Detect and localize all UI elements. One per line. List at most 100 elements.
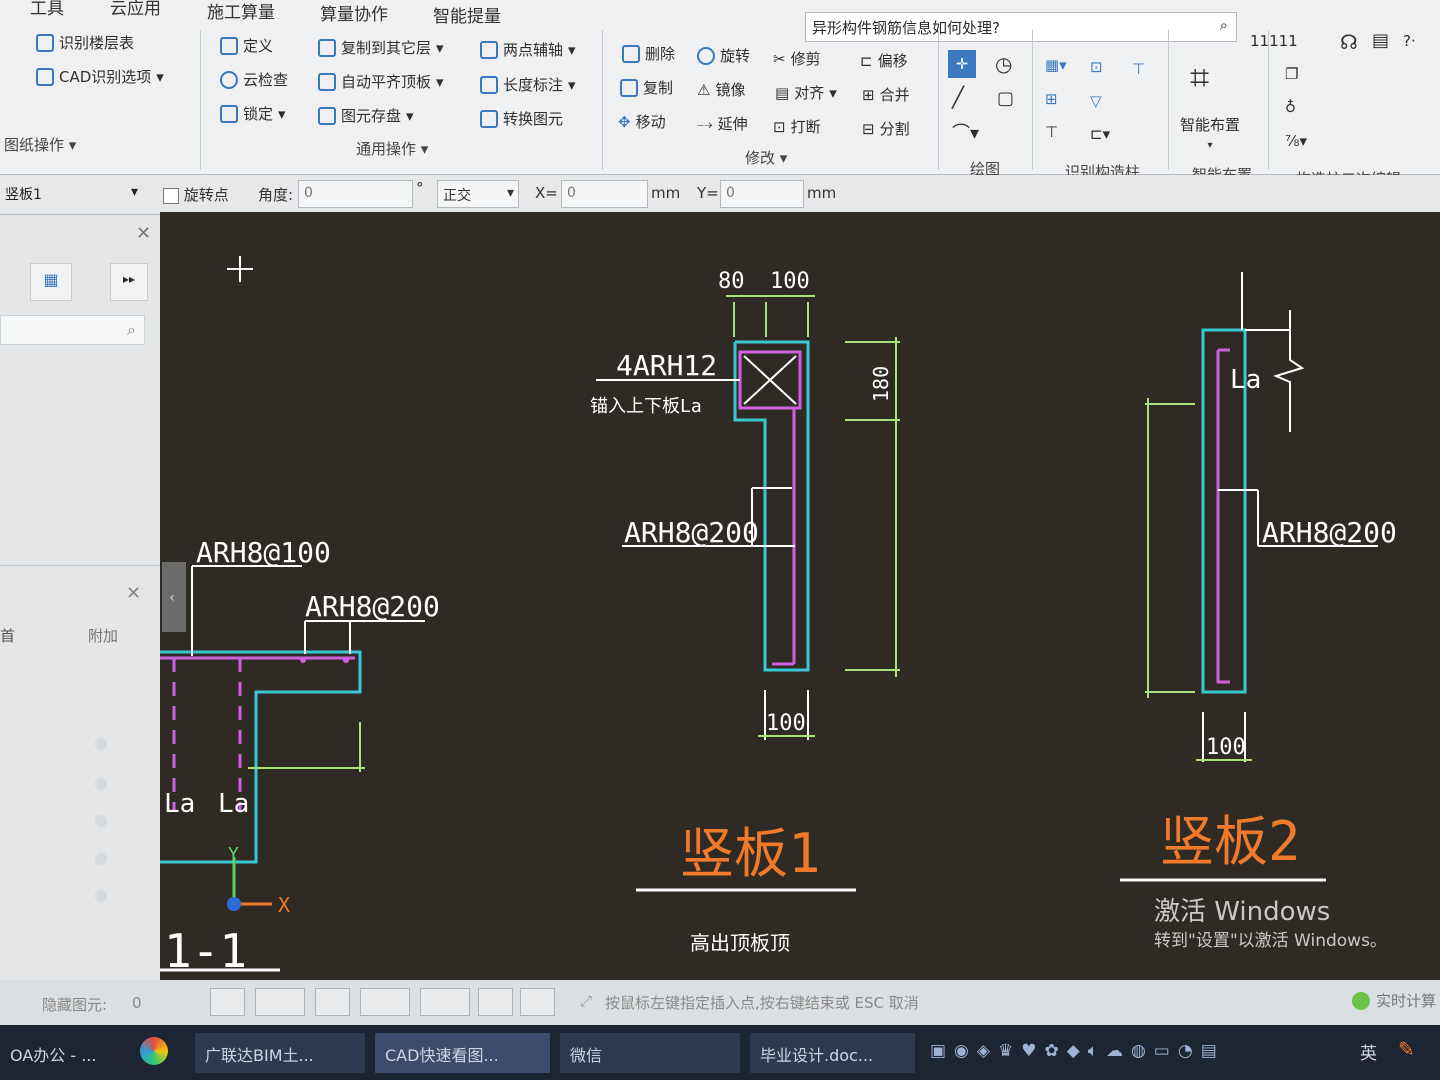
modify-group-label[interactable]: 修改 ▾	[745, 149, 788, 167]
tab-smart-quantity[interactable]: 智能提量	[433, 7, 501, 27]
tab-tools[interactable]: 工具	[30, 0, 64, 19]
element-save-button[interactable]: 图元存盘▾	[318, 105, 414, 126]
realtime-label[interactable]: 实时计算	[1376, 992, 1437, 1010]
arc-icon[interactable]: ⌒▾	[952, 123, 980, 144]
y-input[interactable]: 0	[720, 180, 804, 208]
cloud-check-button[interactable]: 云检查	[220, 69, 288, 90]
clock-icon[interactable]: ◷	[995, 52, 1013, 76]
drawing-ops-group-label[interactable]: 图纸操作 ▾	[4, 136, 77, 154]
identify-floor-table-button[interactable]: 识别楼层表	[36, 32, 134, 53]
angle-input[interactable]: 0	[298, 180, 413, 208]
x-input[interactable]: 0	[561, 180, 648, 208]
convert-icon	[480, 109, 498, 128]
length-dim-button[interactable]: 长度标注▾	[480, 74, 576, 95]
snap-box-icon[interactable]	[255, 988, 305, 1016]
cad-identify-options-button[interactable]: CAD识别选项▾	[36, 66, 164, 87]
identify-icon-3[interactable]: ⊤	[1132, 60, 1146, 78]
close-icon[interactable]: ✕	[136, 223, 152, 244]
taskbar-item-glodon[interactable]: 广联达BIM土...	[195, 1033, 365, 1073]
taskbar-item-word[interactable]: 毕业设计.doc...	[750, 1033, 915, 1073]
print-icon[interactable]: ▤	[1372, 30, 1390, 51]
convert-element-button[interactable]: 转换图元	[480, 108, 563, 129]
panel-collapse-handle[interactable]	[162, 562, 186, 632]
tab-collab[interactable]: 算量协作	[320, 5, 388, 25]
panel-1-subtitle: 高出顶板顶	[690, 931, 790, 955]
notification-icon[interactable]: ✎	[1398, 1037, 1415, 1061]
edit-icon-2[interactable]: ♁	[1285, 98, 1296, 116]
define-label: 定义	[243, 37, 274, 55]
copy-to-layer-button[interactable]: 复制到其它层▾	[318, 37, 444, 58]
smart-layout-icon[interactable]: ⌗	[1190, 58, 1210, 98]
snap-arc-icon[interactable]	[520, 988, 555, 1016]
break-button[interactable]: ⊡打断	[773, 116, 821, 137]
taskbar-item-oa[interactable]: OA办公 - ...	[0, 1033, 120, 1073]
layer-select-value: 竖板1	[5, 187, 42, 203]
snap-point-icon[interactable]	[420, 988, 470, 1016]
search-icon[interactable]: ⌕	[1219, 16, 1228, 34]
snap-angle-icon[interactable]	[360, 988, 410, 1016]
panel-1-title: 竖板1	[680, 822, 821, 885]
expand-icon[interactable]: ▸▸	[110, 263, 148, 301]
two-point-axis-button[interactable]: 两点辅轴▾	[480, 39, 576, 60]
identify-icon-4[interactable]: ⊞	[1045, 90, 1058, 108]
search-input[interactable]: 异形构件钢筋信息如何处理? ⌕	[805, 12, 1237, 42]
extend-label: 延伸	[717, 115, 748, 133]
line-icon[interactable]: ╱	[952, 85, 965, 109]
define-button[interactable]: 定义	[220, 35, 273, 56]
dim-100-b: 100	[1206, 735, 1246, 760]
close-icon[interactable]: ✕	[126, 583, 142, 604]
panel-table-icon[interactable]: ▦	[30, 263, 72, 301]
identify-icon-6[interactable]: ⊤	[1045, 123, 1059, 141]
panel-tab-extra[interactable]: 附加	[88, 627, 119, 645]
identify-icon-5[interactable]: ▽	[1090, 92, 1102, 110]
split-button[interactable]: ⊟分割	[862, 118, 910, 139]
offset-label: 偏移	[877, 52, 908, 70]
ime-indicator[interactable]: 英	[1360, 1044, 1377, 1064]
tab-construction[interactable]: 施工算量	[207, 3, 275, 23]
auto-align-slab-button[interactable]: 自动平齐顶板▾	[318, 71, 444, 92]
extend-button[interactable]: ⤍延伸	[697, 113, 748, 134]
rotate-point-checkbox[interactable]: 旋转点	[163, 184, 229, 205]
point-draw-button[interactable]: ✛	[948, 50, 976, 78]
delete-button[interactable]: 删除	[622, 43, 675, 64]
panel-tab-partial[interactable]: 首	[0, 627, 16, 645]
chrome-icon[interactable]	[140, 1037, 168, 1065]
break-icon: ⊡	[773, 117, 786, 136]
ortho-select[interactable]: 正交▾	[437, 180, 519, 208]
mirror-button[interactable]: ⚠镜像	[697, 79, 745, 100]
smart-layout-label: 智能布置	[1180, 116, 1241, 134]
offset-button[interactable]: ⊏偏移	[860, 50, 908, 71]
rotate-button[interactable]: 旋转	[697, 45, 750, 66]
identify-icon-7[interactable]: ⊏▾	[1090, 125, 1111, 143]
trim-button[interactable]: ✂修剪	[773, 48, 821, 69]
copy-button[interactable]: 复制	[620, 77, 673, 98]
layer-select[interactable]: 竖板1▾	[0, 180, 142, 208]
cad-canvas[interactable]: ‹ ARH8@100 ARH8@200 La La 1-1	[160, 212, 1440, 982]
taskbar-item-wechat[interactable]: 微信	[560, 1033, 740, 1073]
general-ops-group-label[interactable]: 通用操作 ▾	[356, 140, 429, 158]
smart-layout-button[interactable]: 智能布置▾	[1180, 116, 1241, 151]
panel-search-input[interactable]: ⌕	[0, 315, 145, 345]
divider	[200, 30, 201, 170]
snap-cross-icon[interactable]	[315, 988, 350, 1016]
taskbar-item-cad-viewer[interactable]: CAD快速看图...	[375, 1033, 550, 1073]
headset-icon[interactable]: ☊	[1340, 30, 1358, 54]
tab-cloud[interactable]: 云应用	[110, 0, 161, 19]
align-button[interactable]: ▤对齐▾	[775, 83, 837, 103]
tray-icons[interactable]: ▣◉◈♛♥✿◆🔈︎☁◍▭◔▤	[930, 1041, 1225, 1061]
identify-icon-1[interactable]: ▦▾	[1045, 56, 1067, 74]
identify-icon-2[interactable]: ⊡	[1090, 58, 1103, 76]
activate-windows-subtitle: 转到"设置"以激活 Windows。	[1154, 931, 1387, 951]
rect-icon[interactable]: ▢	[997, 88, 1015, 109]
lock-button[interactable]: 锁定▾	[220, 103, 286, 124]
split-icon: ⊟	[862, 119, 875, 138]
la-label-right: La	[1230, 365, 1261, 395]
edit-icon-1[interactable]: ❐	[1285, 65, 1299, 83]
property-toolbar: 竖板1▾ 旋转点 角度: 0 ° 正交▾ X= 0 mm Y= 0 mm	[0, 175, 1440, 215]
edit-icon-3[interactable]: ⅞▾	[1285, 132, 1308, 150]
help-icon[interactable]: ?·	[1403, 32, 1416, 50]
snap-grid-icon[interactable]	[478, 988, 513, 1016]
snap-ortho-icon[interactable]	[210, 988, 245, 1016]
merge-button[interactable]: ⊞合并	[862, 84, 910, 105]
move-button[interactable]: ✥移动	[618, 111, 666, 132]
